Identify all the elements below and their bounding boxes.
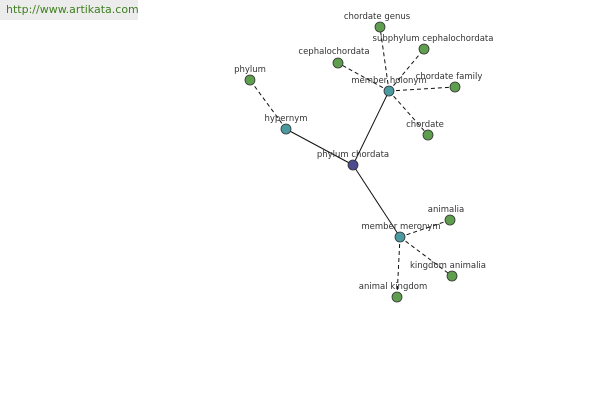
center-term-label[interactable]: phylum chordata xyxy=(317,150,389,160)
center-term-node[interactable] xyxy=(347,159,359,171)
relation-meronym-node[interactable] xyxy=(394,231,406,243)
edge-meronym-animal_kingdom xyxy=(396,236,401,298)
term-kingdom-animalia-label[interactable]: kingdom animalia xyxy=(410,261,486,271)
term-animalia-node[interactable] xyxy=(444,214,456,226)
edge-center-meronym xyxy=(352,164,401,238)
edge-center-hypernym xyxy=(285,128,354,166)
edge-hypernym-phylum xyxy=(249,79,287,130)
graph-labels: phylum chordata hypernym member holonym mem… xyxy=(234,12,493,292)
term-chordate-label[interactable]: chordate xyxy=(406,120,444,130)
edge-meronym-animalia xyxy=(399,219,451,238)
term-chordate-node[interactable] xyxy=(422,129,434,141)
edge-holonym-cephalochordata xyxy=(337,62,390,92)
term-chordate-family-label[interactable]: chordate family xyxy=(416,72,483,82)
term-animalia-label[interactable]: animalia xyxy=(428,205,464,215)
graph-nodes xyxy=(244,21,461,303)
edge-meronym-kingdom_animalia xyxy=(399,236,453,277)
relation-holonym-node[interactable] xyxy=(383,85,395,97)
term-phylum-node[interactable] xyxy=(244,74,256,86)
term-cephalochordata-label[interactable]: cephalochordata xyxy=(298,47,369,57)
site-banner: http://www.artikata.com xyxy=(0,0,139,20)
term-subphylum-cephalochordata-label[interactable]: subphylum cephalochordata xyxy=(373,34,494,44)
term-chordate-genus-node[interactable] xyxy=(374,21,386,33)
relation-hypernym-node[interactable] xyxy=(280,123,292,135)
term-animal-kingdom-label[interactable]: animal kingdom xyxy=(359,282,427,292)
graph-edges xyxy=(249,26,456,298)
site-link[interactable]: http://www.artikata.com xyxy=(6,3,139,16)
term-subphylum-cephalochordata-node[interactable] xyxy=(418,43,430,55)
edge-center-holonym xyxy=(352,90,390,166)
relation-holonym-label[interactable]: member holonym xyxy=(351,76,426,86)
term-chordate-family-node[interactable] xyxy=(449,81,461,93)
term-animal-kingdom-node[interactable] xyxy=(391,291,403,303)
edge-holonym-chordate xyxy=(388,90,429,136)
relation-hypernym-label[interactable]: hypernym xyxy=(264,114,307,124)
term-kingdom-animalia-node[interactable] xyxy=(446,270,458,282)
edge-holonym-subphylum_cephalochordata xyxy=(388,48,425,92)
relation-meronym-label[interactable]: member meronym xyxy=(361,222,440,232)
edge-holonym-chordate_genus xyxy=(379,26,390,92)
edge-holonym-chordate_family xyxy=(388,86,456,92)
term-phylum-label[interactable]: phylum xyxy=(234,65,266,75)
term-cephalochordata-node[interactable] xyxy=(332,57,344,69)
term-chordate-genus-label[interactable]: chordate genus xyxy=(344,12,411,22)
